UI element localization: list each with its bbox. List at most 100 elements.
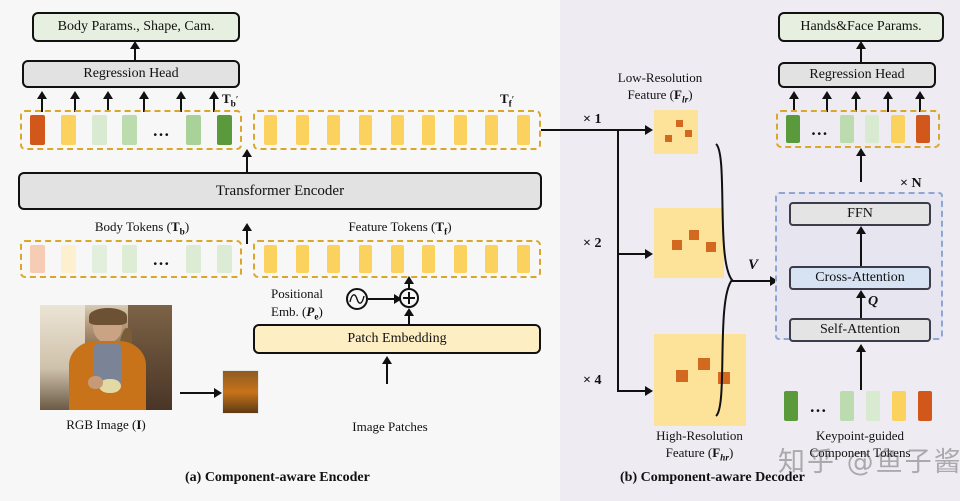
image-to-patches-line: [180, 392, 216, 394]
feature-token-8: [485, 245, 499, 273]
tf-prime-token-5: [390, 115, 404, 145]
tf-prime-token-9: [517, 115, 530, 145]
decoder-token-arrow-head-3: [851, 91, 861, 99]
add-to-featuretokens-line: [408, 278, 410, 290]
decoder-token-arrow-line-4: [887, 94, 889, 112]
keypoint-token-row: ...: [776, 390, 940, 422]
tb-prime-token-3: [91, 115, 107, 145]
encoder-output-arrow-head: [242, 149, 252, 157]
ffn-to-tokens-head: [856, 148, 866, 156]
decoder-token-arrow-head-5: [915, 91, 925, 99]
feature-token-9: [517, 245, 530, 273]
body-token-1: [30, 245, 45, 273]
branch-x1-line: [617, 129, 649, 131]
image-patches-strip: [222, 370, 555, 414]
body-token-3: [91, 245, 107, 273]
decoder-out-token-5: [915, 115, 930, 143]
decoder-branch-trunk: [617, 129, 619, 390]
arrow-regression-to-output-line: [134, 44, 136, 62]
body-token-5: [186, 245, 202, 273]
low-res-keypoint-3: [665, 135, 672, 142]
decoder-token-arrow-line-1: [793, 94, 795, 112]
token-arrow-line-3: [107, 94, 109, 112]
tb-prime-token-row: ...: [20, 110, 242, 150]
decoder-regression-head-label: Regression Head: [809, 67, 905, 82]
encoder-regression-head-label: Regression Head: [83, 66, 179, 81]
encoder-output-label: Body Params., Shape, Cam.: [57, 19, 215, 34]
low-res-feature-map: [654, 110, 698, 154]
token-arrow-line-4: [143, 94, 145, 112]
high-res-feature-map: [654, 334, 746, 426]
low-res-line1: Low-Resolution: [617, 70, 703, 85]
body-tokens-row: ...: [20, 240, 242, 278]
mid-res-feature-map: [654, 208, 724, 278]
patchembed-to-add-head: [404, 308, 414, 316]
keypoint-token-3: [865, 391, 880, 421]
tb-prime-token-2: [60, 115, 76, 145]
mid-res-keypoint-3: [706, 242, 716, 252]
decoder-token-arrow-head-1: [789, 91, 799, 99]
token-arrow-line-5: [180, 94, 182, 112]
decoder-out-token-1: [786, 115, 800, 143]
sine-wave-icon: [346, 288, 368, 310]
arrow-regression-to-output-head: [130, 41, 140, 49]
keypoint-token-1: [784, 391, 798, 421]
keypoint-token-5: [917, 391, 932, 421]
tf-prime-token-1: [264, 115, 277, 145]
mid-res-keypoint-2: [672, 240, 682, 250]
positional-embedding-line2: Emb. (Pe): [271, 303, 323, 323]
feature-token-2: [295, 245, 309, 273]
keypoint-label-line1: Keypoint-guided: [815, 428, 905, 443]
scale-x4-label: × 4: [583, 373, 602, 388]
branch-x2-head: [645, 249, 653, 259]
low-res-keypoint-2: [685, 130, 692, 137]
decoder-out-token-2: [839, 115, 854, 143]
body-token-2: [60, 245, 76, 273]
low-res-keypoint-1: [676, 120, 683, 127]
token-arrow-line-1: [41, 94, 43, 112]
value-symbol-label: V: [748, 257, 759, 273]
branch-x4-line: [617, 390, 649, 392]
patchembed-to-add-line: [408, 312, 410, 326]
tf-prime-token-6: [422, 115, 436, 145]
tb-prime-token-1: [30, 115, 45, 145]
feature-token-6: [422, 245, 436, 273]
scale-x1-label: × 1: [583, 112, 602, 127]
tf-prime-token-4: [358, 115, 372, 145]
feature-token-5: [390, 245, 404, 273]
ffn-to-tokens-line: [860, 150, 862, 182]
patch-embedding-label: Patch Embedding: [347, 331, 447, 346]
ffn-box: FFN: [789, 202, 931, 226]
decoder-token-arrow-head-2: [822, 91, 832, 99]
cross-to-ffn-line: [860, 228, 862, 266]
high-res-feature-label: High-Resolution Feature (Fhr): [612, 428, 787, 465]
decoder-out-token-3: [865, 115, 880, 143]
token-arrow-line-6: [213, 94, 215, 112]
decoder-token-arrow-line-2: [826, 94, 828, 112]
self-attention-label: Self-Attention: [819, 322, 901, 337]
feature-token-7: [453, 245, 467, 273]
query-symbol-label: Q: [868, 294, 879, 309]
high-res-line2: Feature (Fhr): [665, 444, 734, 464]
encoder-regression-head: Regression Head: [22, 60, 240, 88]
tf-prime-token-2: [295, 115, 309, 145]
ffn-label: FFN: [847, 206, 873, 221]
token-arrow-head-4: [139, 91, 149, 99]
value-input-head: [770, 276, 778, 286]
self-to-cross-head: [856, 290, 866, 298]
keypoint-token-4: [891, 391, 906, 421]
tf-prime-token-7: [453, 115, 467, 145]
tb-prime-token-4: [122, 115, 138, 145]
tokens-to-encoder-line: [246, 226, 248, 244]
high-res-line1: High-Resolution: [656, 428, 743, 443]
self-to-cross-line: [860, 292, 862, 320]
transformer-encoder-box: Transformer Encoder: [18, 172, 542, 210]
positional-embedding-line1: Positional: [271, 286, 324, 301]
encoder-output-box: Body Params., Shape, Cam.: [32, 12, 240, 42]
decoder-out-ellipsis: ...: [811, 119, 829, 139]
image-to-patches-head: [214, 388, 222, 398]
mid-res-keypoint-1: [689, 230, 699, 240]
feature-token-3: [327, 245, 341, 273]
encoder-output-arrow-line: [246, 152, 248, 174]
decoder-token-arrow-head-4: [883, 91, 893, 99]
